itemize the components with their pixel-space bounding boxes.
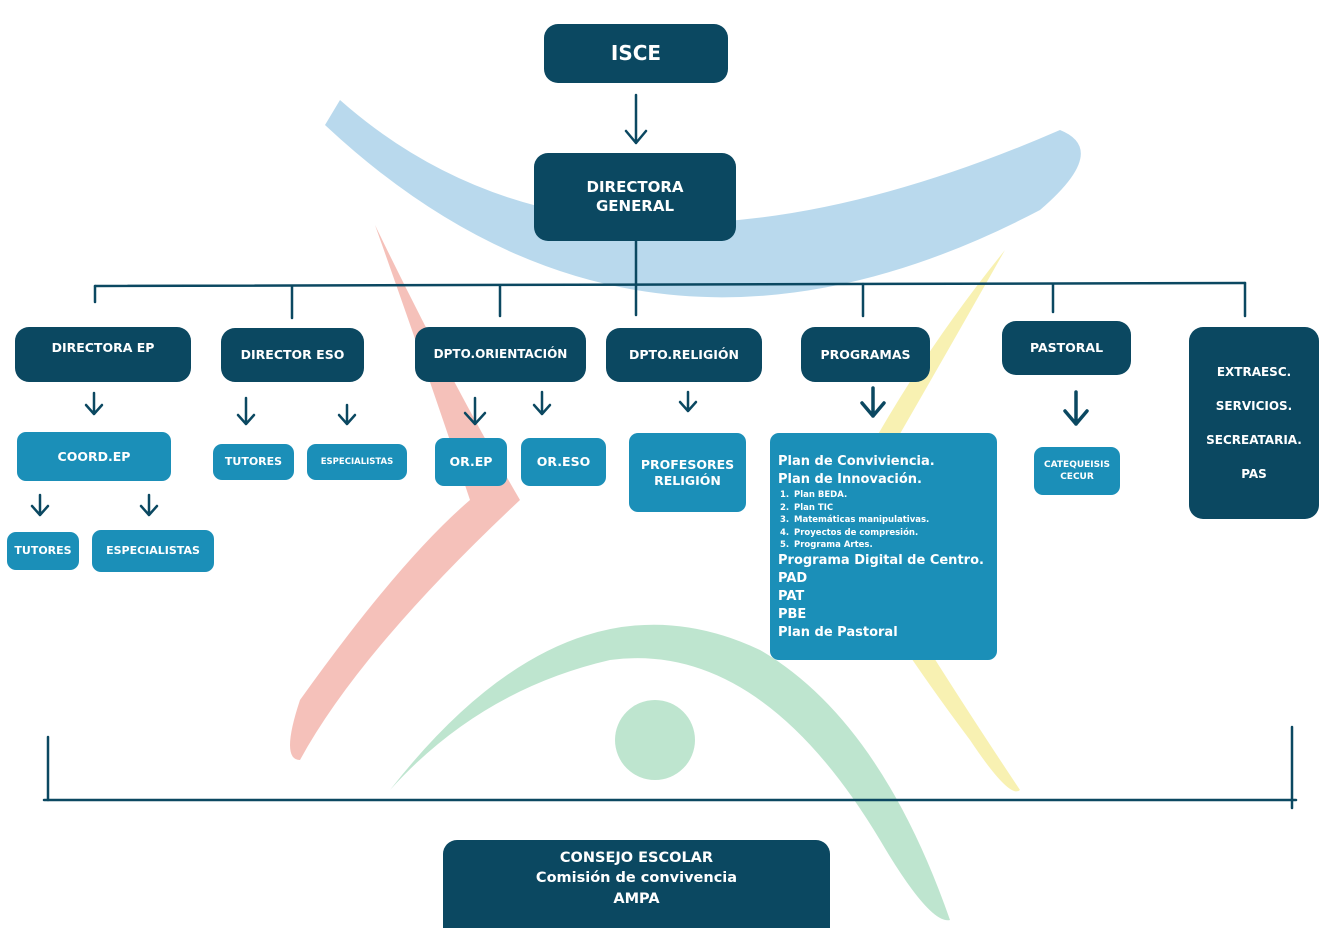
programas-subitem: 4.Proyectos de compresión. xyxy=(780,527,919,538)
programas-label: PROGRAMAS xyxy=(820,346,911,362)
programas-item: Plan de Innovación. xyxy=(778,472,922,487)
directora-general-line-2: GENERAL xyxy=(595,197,675,215)
especialistas-ep-label: ESPECIALISTAS xyxy=(106,544,200,558)
arrow-isce-to-general xyxy=(624,93,648,145)
profesores-religion-line-2: RELIGIÓN xyxy=(654,472,721,488)
or-ep-box: OR.EP xyxy=(435,438,507,486)
programas-box: PROGRAMAS xyxy=(801,327,930,382)
directora-general-line-1: DIRECTORA xyxy=(586,178,684,197)
coord-ep-label: COORD.EP xyxy=(57,448,131,464)
pastoral-box: PASTORAL xyxy=(1002,321,1131,375)
programas-item: PAT xyxy=(778,588,805,604)
dpto-orientacion-label: DPTO.ORIENTACIÓN xyxy=(433,347,568,361)
consejo-escolar-line-1: CONSEJO ESCOLAR xyxy=(559,850,714,866)
tutores-ep-label: TUTORES xyxy=(14,544,72,558)
arrow-programas-to-list xyxy=(860,386,886,418)
catequesis-line-1: CATEQUEISIS xyxy=(1044,459,1110,470)
consejo-escolar-line-3: AMPA xyxy=(613,890,660,907)
profesores-religion-line-1: PROFESORES xyxy=(640,456,735,472)
programas-subitem: 3.Matemáticas manipulativas. xyxy=(780,515,930,526)
consejo-escolar-line-2: Comisión de convivencia xyxy=(535,870,738,887)
dpto-religion-box: DPTO.RELIGIÓN xyxy=(606,328,762,382)
pas-item: PAS xyxy=(1241,467,1267,481)
or-eso-box: OR.ESO xyxy=(521,438,606,486)
tutores-ep-box: TUTORES xyxy=(7,532,79,570)
arrow-ep-to-coord xyxy=(84,391,104,416)
extraescolares-item: EXTRAESC. xyxy=(1216,365,1292,379)
especialistas-ep-box: ESPECIALISTAS xyxy=(92,530,214,572)
programas-item: PBE xyxy=(778,606,807,622)
pastoral-label: PASTORAL xyxy=(1029,340,1104,356)
programas-item: PAD xyxy=(778,570,808,586)
arrow-eso-to-tutores xyxy=(236,396,256,426)
arrow-orient-to-orep xyxy=(463,396,487,426)
tutores-eso-box: TUTORES xyxy=(213,444,294,480)
arrow-eso-to-especialistas xyxy=(337,403,357,426)
extraescolares-box: EXTRAESC. SERVICIOS. SECREATARIA. PAS xyxy=(1189,327,1319,519)
logo-red-stroke xyxy=(290,225,520,760)
directora-ep-label: DIRECTORA EP xyxy=(51,340,155,355)
servicios-item: SERVICIOS. xyxy=(1215,399,1293,413)
programas-subitem: 2.Plan TIC xyxy=(780,502,834,513)
consejo-escolar-box: CONSEJO ESCOLAR Comisión de convivencia … xyxy=(443,840,830,928)
dpto-religion-label: DPTO.RELIGIÓN xyxy=(629,347,739,363)
programas-item: Plan de Conviviencia. xyxy=(778,454,935,469)
programas-list-box: Plan de Conviviencia. Plan de Innovación… xyxy=(770,433,997,660)
horizontal-bus xyxy=(93,281,1247,288)
arrow-coord-to-especialistas xyxy=(139,493,159,517)
arrow-pastoral-to-catequesis xyxy=(1063,390,1089,426)
profesores-religion-box: PROFESORES RELIGIÓN xyxy=(629,433,746,512)
catequesis-line-2: CECUR xyxy=(1060,472,1094,482)
tutores-eso-label: TUTORES xyxy=(224,455,283,469)
catequesis-box: CATEQUEISIS CECUR xyxy=(1034,447,1120,495)
arrow-orient-to-oreso xyxy=(532,390,552,416)
logo-blue-arc xyxy=(325,100,1081,298)
programas-item: Plan de Pastoral xyxy=(778,624,898,640)
or-eso-label: OR.ESO xyxy=(536,454,591,470)
especialistas-eso-label: ESPECIALISTAS xyxy=(320,456,394,467)
programas-item: Programa Digital de Centro. xyxy=(778,552,984,568)
secretaria-item: SECREATARIA. xyxy=(1206,433,1302,447)
isce-box: ISCE xyxy=(544,24,728,83)
or-ep-label: OR.EP xyxy=(449,454,493,470)
programas-subitem: 1.Plan BEDA. xyxy=(780,490,848,500)
director-eso-box: DIRECTOR ESO xyxy=(221,328,364,382)
logo-green-dot xyxy=(615,700,695,780)
isce-label: ISCE xyxy=(610,41,662,65)
arrow-religion-to-profesores xyxy=(678,390,698,413)
arrow-coord-to-tutores xyxy=(30,493,50,517)
programas-subitem: 5.Programa Artes. xyxy=(780,540,873,551)
especialistas-eso-box: ESPECIALISTAS xyxy=(307,444,407,480)
dpto-orientacion-box: DPTO.ORIENTACIÓN xyxy=(415,327,586,382)
directora-ep-box: DIRECTORA EP xyxy=(15,327,191,382)
director-eso-label: DIRECTOR ESO xyxy=(240,347,345,363)
directora-general-box: DIRECTORA GENERAL xyxy=(534,153,736,241)
logo-green-arc xyxy=(390,624,950,921)
coord-ep-box: COORD.EP xyxy=(17,432,171,481)
